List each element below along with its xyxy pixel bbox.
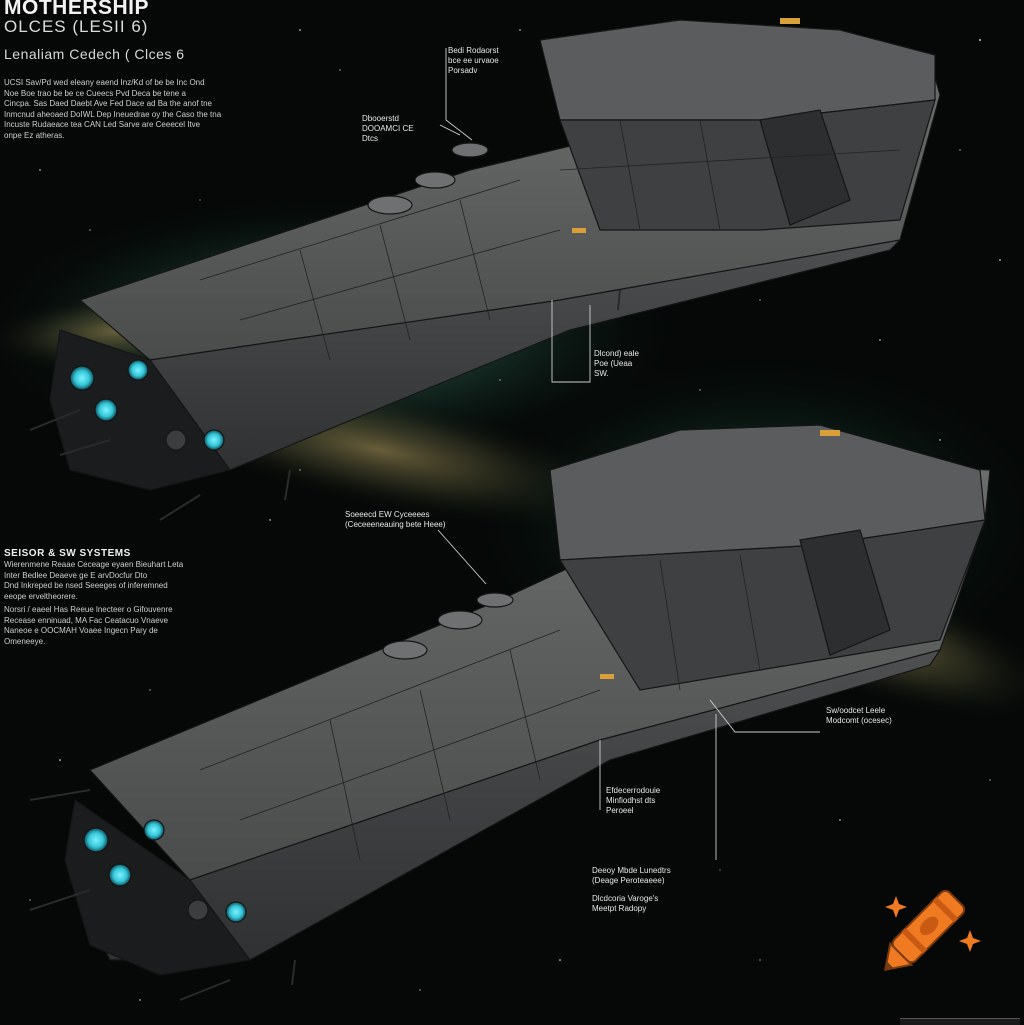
callout-electronics: Efdecerrodouie Minfiodhst dts Peroeel <box>606 786 661 815</box>
callout-command-deck: Dbooerstd DOOAMCI CE Dtcs <box>362 114 414 143</box>
mothership-bottom-view <box>29 424 991 1001</box>
mothership-top-view <box>29 18 941 521</box>
callout-bridge: Bedi Rodaorst bce ee urvaoe Porsadv <box>448 46 499 75</box>
callout-leader-lines <box>437 48 820 860</box>
page-subtitle: OLCES (LESII 6) <box>4 17 149 36</box>
starfield <box>29 29 1001 1001</box>
sensor-section-paragraph-2: Norsri / eaeel Has Reeue lnecteer o Gifo… <box>4 605 173 646</box>
callout-side-bay: Dlcond) eale Poe (Ueaa SW. <box>594 349 639 378</box>
page-title: MOTHERSHIP <box>4 0 150 19</box>
crayon-logo-icon <box>884 889 981 971</box>
class-designation: Lenaliam Cedech ( Clces 6 <box>4 46 185 62</box>
callout-ew-systems: Soeeecd EW Cyceeees (Ceceeeneauing bete … <box>345 510 446 529</box>
callout-missile-launchers: Deeoy Mbde Lunedtrs (Deage Peroteaeee) <box>592 866 671 885</box>
footer-strip <box>900 1018 1020 1025</box>
sensor-section-paragraph-1: Wierenmene Reaae Ceceage eyaen Bieuhart … <box>4 560 184 601</box>
callout-hangar-module: Sw/oodcet Leele Modcomt (ocesec) <box>826 706 892 725</box>
callout-defense-array: Dlcdcoria Varoge's Meetpt Radopy <box>592 894 659 913</box>
sensor-section-heading: SEISOR & SW SYSTEMS <box>4 548 131 559</box>
intro-description: UCSI Sav/Pd wed eleany eaend Inz/Kd of b… <box>4 78 222 140</box>
